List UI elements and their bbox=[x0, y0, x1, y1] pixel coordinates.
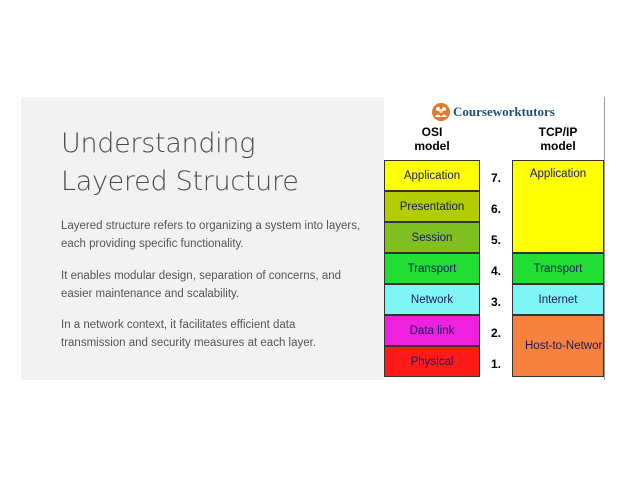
osi-layer-label: Data link bbox=[409, 324, 455, 337]
paragraph-network-context: In a network context, it facilitates eff… bbox=[61, 319, 317, 349]
courseworktutors-logo: Courseworktutors bbox=[432, 102, 555, 122]
osi-layer-label: Transport bbox=[407, 262, 457, 275]
tcpip-model-header: TCP/IP model bbox=[512, 125, 604, 153]
tcp-header-line-2: model bbox=[540, 139, 576, 153]
title-line-2: Layered Structure bbox=[61, 166, 299, 197]
osi-layer-data-link: Data link bbox=[384, 315, 480, 346]
paragraph-benefits: It enables modular design, separation of… bbox=[61, 270, 342, 300]
tcp-layer-label: Host-to-Network bbox=[525, 340, 604, 352]
tcp-header-line-1: TCP/IP bbox=[538, 125, 578, 139]
osi-tcpip-diagram: Courseworktutors OSI model TCP/IP model … bbox=[384, 97, 605, 380]
osi-header-line-2: model bbox=[414, 139, 450, 153]
layer-number-2: 2. bbox=[490, 326, 501, 340]
people-icon bbox=[432, 103, 450, 121]
osi-model-header: OSI model bbox=[384, 125, 480, 153]
osi-layer-label: Session bbox=[411, 231, 453, 244]
tcp-layer-internet: Internet bbox=[512, 284, 604, 315]
osi-layer-network: Network bbox=[384, 284, 480, 315]
layer-number-6: 6. bbox=[490, 202, 501, 216]
osi-layer-label: Physical bbox=[410, 355, 454, 368]
tcp-layer-host-to-network: Host-to-Network bbox=[512, 315, 604, 377]
tcp-layer-application: Application bbox=[512, 160, 604, 253]
tcp-layer-label: Transport bbox=[533, 262, 583, 275]
layer-number-4: 4. bbox=[490, 264, 501, 278]
osi-layer-label: Presentation bbox=[399, 200, 465, 213]
layer-number-1: 1. bbox=[490, 357, 501, 371]
layer-number-7: 7. bbox=[490, 171, 501, 185]
layer-number-5: 5. bbox=[490, 233, 501, 247]
osi-header-line-1: OSI bbox=[421, 125, 443, 139]
osi-layer-session: Session bbox=[384, 222, 480, 253]
osi-layer-label: Network bbox=[410, 293, 454, 306]
paragraph-definition: Layered structure refers to organizing a… bbox=[61, 220, 361, 250]
osi-layer-application: Application bbox=[384, 160, 480, 191]
slide-title: Understanding Layered Structure bbox=[61, 125, 381, 201]
tcp-layer-transport: Transport bbox=[512, 253, 604, 284]
title-line-1: Understanding bbox=[61, 128, 256, 159]
osi-layer-presentation: Presentation bbox=[384, 191, 480, 222]
layer-number-3: 3. bbox=[490, 295, 501, 309]
tcp-layer-label: Internet bbox=[538, 293, 578, 306]
osi-layer-label: Application bbox=[403, 169, 461, 182]
tcp-layer-label: Application bbox=[529, 168, 587, 180]
osi-layer-physical: Physical bbox=[384, 346, 480, 377]
logo-text: Courseworktutors bbox=[453, 104, 555, 119]
osi-layer-transport: Transport bbox=[384, 253, 480, 284]
